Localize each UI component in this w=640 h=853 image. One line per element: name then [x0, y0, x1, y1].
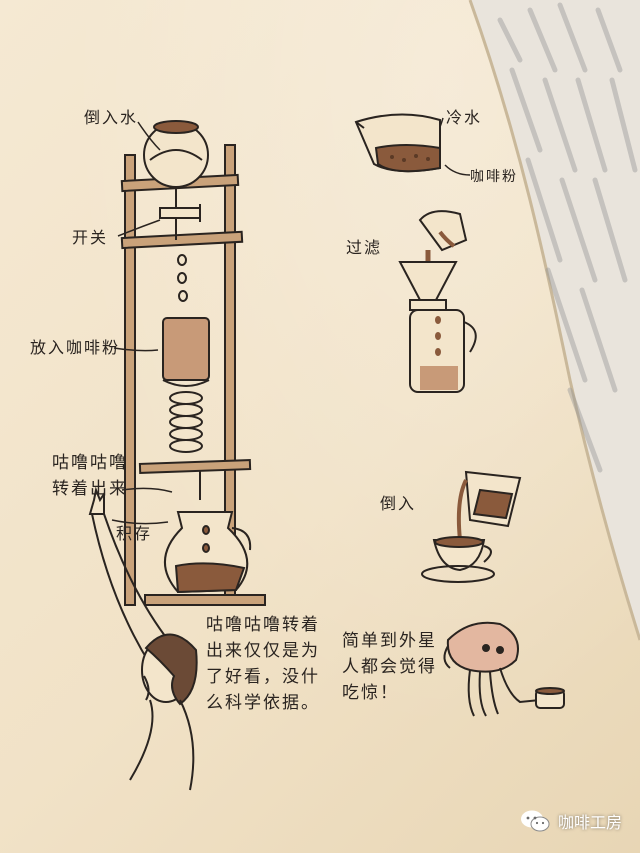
label-cold-water: 冷水	[446, 108, 483, 127]
cold-drip-tower	[120, 120, 266, 606]
alien-character	[443, 621, 565, 717]
speech-alien: 简单到外星 人都会觉得 吃惊！	[342, 631, 437, 703]
label-coffee-powder: 咖啡粉	[470, 169, 518, 185]
label-filter: 过滤	[346, 238, 383, 257]
pour-into-cup	[421, 470, 522, 583]
label-gulu-turning: 咕噜咕噜 转着出来	[52, 453, 128, 499]
cold-brew-bowl	[354, 113, 441, 173]
speech-person: 咕噜咕噜转着 出来仅仅是为 了好看，没什 么科学依据。	[206, 615, 320, 713]
label-switch: 开关	[72, 228, 109, 247]
label-store: 积存	[116, 524, 153, 543]
label-pour-water: 倒入水	[84, 108, 139, 127]
label-pour-in: 倒入	[380, 494, 417, 513]
person-character	[88, 486, 198, 791]
filter-drip-set	[398, 210, 477, 393]
label-add-coffee-powder: 放入咖啡粉	[30, 338, 121, 357]
watermark: 咖啡工房	[520, 809, 622, 833]
watermark-text: 咖啡工房	[557, 813, 622, 832]
wechat-icon	[520, 810, 550, 832]
